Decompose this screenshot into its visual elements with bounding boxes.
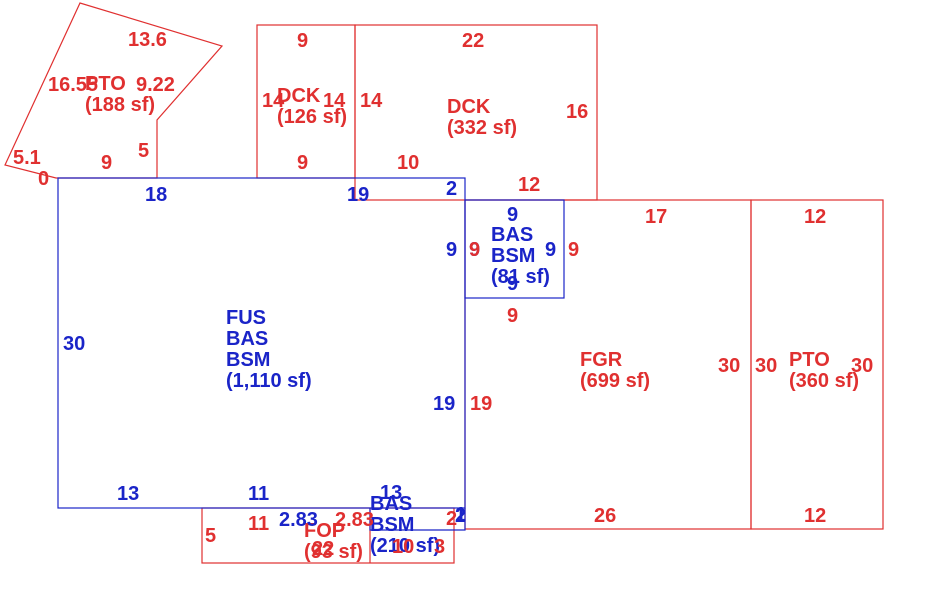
dim-pto-5-label: 5 bbox=[138, 140, 149, 162]
dim-bas-left-label: 9 bbox=[469, 239, 480, 261]
area-label-pto-top-line-2: (188 sf) bbox=[85, 94, 155, 116]
area-label-bas-bsm-small-line-1: BAS bbox=[491, 224, 533, 246]
dim-pto-right-label: 9.22 bbox=[136, 74, 175, 96]
dim-bas-bottom-label: 9 bbox=[507, 273, 518, 295]
dim-fgr-9b-label: 9 bbox=[507, 305, 518, 327]
dim-fus-left-label: 30 bbox=[63, 333, 85, 355]
dim-fop-10-label: 10 bbox=[392, 536, 414, 558]
bas-bsm-bottom-outline bbox=[369, 508, 466, 531]
dim-fgr-right-label: 30 bbox=[718, 355, 740, 377]
dim-fgr-top-label: 17 bbox=[645, 206, 667, 228]
pto-right-outline bbox=[750, 199, 884, 530]
dim-pto2-top-label: 12 bbox=[804, 206, 826, 228]
pto-top-outline bbox=[4, 2, 224, 179]
blue-outlines bbox=[57, 177, 565, 531]
area-label-dck-small-line-2: (126 sf) bbox=[277, 106, 347, 128]
dim-dckl-bottom-label: 10 bbox=[397, 152, 419, 174]
dim-fus-bottom1-label: 13 bbox=[117, 483, 139, 505]
dim-fop-11-label: 11 bbox=[248, 513, 269, 535]
dim-fop-3-label: 3 bbox=[434, 536, 445, 558]
dim-fgr-9r-label: 9 bbox=[568, 239, 579, 261]
area-label-pto-top-line-1: PTO bbox=[85, 73, 126, 95]
dim-fus-top1-label: 18 bbox=[145, 184, 167, 206]
area-label-fus-bas-bsm-line-3: BSM bbox=[226, 349, 270, 371]
dim-fgr-bottom-label: 26 bbox=[594, 505, 616, 527]
dim-dcks-bottom-label: 9 bbox=[297, 152, 308, 174]
area-label-fus-bas-bsm-line-1: FUS bbox=[226, 307, 266, 329]
area-label-fgr-line-2: (699 sf) bbox=[580, 370, 650, 392]
dim-fus-2-label: 2 bbox=[446, 178, 457, 200]
dim-pto-left-label: 16.55 bbox=[48, 74, 98, 96]
dim-dckl-12-label: 12 bbox=[518, 174, 540, 196]
area-label-pto-right-line-2: (360 sf) bbox=[789, 370, 859, 392]
dim-fus-top2-label: 19 bbox=[347, 184, 369, 206]
dim-fus-9-label: 9 bbox=[446, 239, 457, 261]
dim-fop-283b-label: 2.83 bbox=[335, 509, 374, 531]
dim-fop-283a-label: 2.83 bbox=[279, 509, 318, 531]
area-label-bas-bsm-small-line-3: (81 sf) bbox=[491, 266, 550, 288]
area-label-fus-bas-bsm-line-2: BAS bbox=[226, 328, 268, 350]
dim-fop-22-label: 22 bbox=[312, 538, 334, 560]
fus-outline bbox=[57, 177, 466, 509]
area-label-bas-bsm-small-line-2: BSM bbox=[491, 245, 535, 267]
dim-fgr-2-label: 2 bbox=[446, 508, 457, 530]
dim-dcks-right-label: 14 bbox=[323, 90, 346, 112]
dim-dckl-left-label: 14 bbox=[360, 90, 383, 112]
area-label-bas-bsm-bottom-line-3: (210 sf) bbox=[370, 535, 440, 557]
dim-fus-right-label: 19 bbox=[433, 393, 455, 415]
dim-dcks-left-label: 14 bbox=[262, 90, 285, 112]
dim-pto2-bottom-label: 12 bbox=[804, 505, 826, 527]
area-label-dck-large-line-1: DCK bbox=[447, 96, 491, 118]
dim-dckl-top-label: 22 bbox=[462, 30, 484, 52]
dim-dcks-top-label: 9 bbox=[297, 30, 308, 52]
area-label-fgr-line-1: FGR bbox=[580, 349, 623, 371]
area-label-pto-right-line-1: PTO bbox=[789, 349, 830, 371]
area-label-fus-bas-bsm-line-4: (1,110 sf) bbox=[226, 370, 312, 392]
dim-bas-right-label: 9 bbox=[545, 239, 556, 261]
dim-pto-bottom-label: 9 bbox=[101, 152, 112, 174]
dim-pto2-right-label: 30 bbox=[851, 355, 873, 377]
dim-fus-bottom3-label: 13 bbox=[380, 482, 402, 504]
area-label-dck-small-line-1: DCK bbox=[277, 85, 321, 107]
area-label-bas-bsm-bottom-line-2: BSM bbox=[370, 514, 414, 536]
dim-bas-top-label: 9 bbox=[507, 204, 518, 226]
dim-dckl-right-label: 16 bbox=[566, 101, 588, 123]
dim-fus-2b-label: 2 bbox=[455, 505, 466, 527]
dim-fop-1-label: 1 bbox=[455, 504, 466, 526]
dim-fgr-left-label: 19 bbox=[470, 393, 492, 415]
dim-pto-side-label: 5.1 bbox=[13, 147, 41, 169]
dim-fop-5-label: 5 bbox=[205, 525, 216, 547]
bas-bsm-small-outline bbox=[464, 199, 565, 299]
dim-pto-top-label: 13.6 bbox=[128, 29, 167, 51]
dim-pto-0-label: 0 bbox=[38, 168, 49, 190]
area-label-dck-large-line-2: (332 sf) bbox=[447, 117, 517, 139]
labels-layer: PTO(188 sf)DCK(126 sf)DCK(332 sf)FUSBASB… bbox=[13, 29, 873, 563]
area-label-fop-line-1: FOP bbox=[304, 520, 345, 542]
dim-pto2-left-label: 30 bbox=[755, 355, 777, 377]
area-label-bas-bsm-bottom-line-1: BAS bbox=[370, 493, 412, 515]
dim-fgr-9l-label: 9 bbox=[469, 239, 480, 261]
dim-fus-bottom2-label: 11 bbox=[248, 483, 269, 505]
area-label-fop-line-2: (93 sf) bbox=[304, 541, 363, 563]
